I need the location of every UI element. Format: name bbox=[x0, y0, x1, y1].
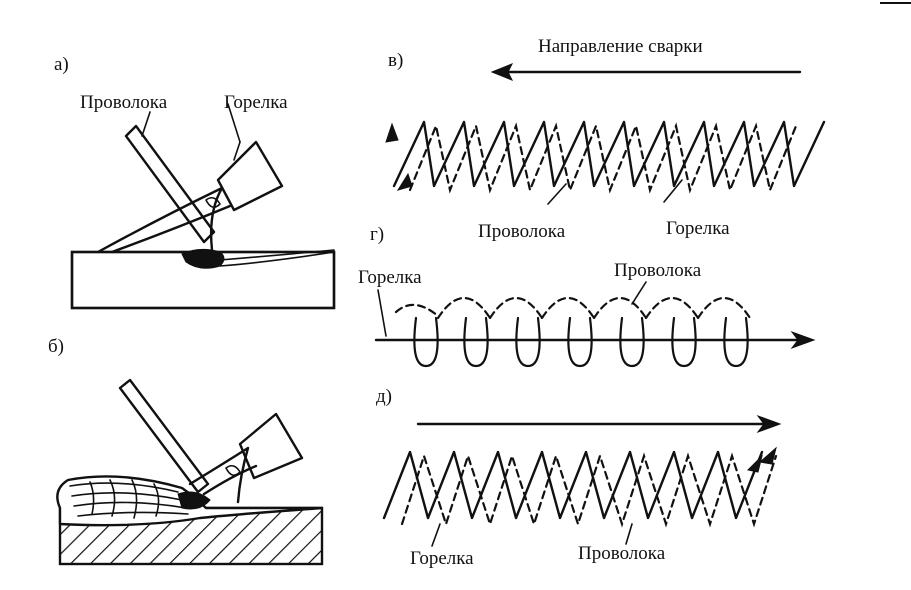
panel-g-loop bbox=[515, 316, 541, 368]
panel-a-flame bbox=[96, 186, 232, 254]
panel-b: б) bbox=[48, 336, 324, 566]
panel-d-torch-label: Горелка bbox=[410, 548, 474, 569]
panel-a: а) Проволока Горелка bbox=[54, 54, 336, 310]
direction-label: Направление сварки bbox=[538, 36, 703, 57]
panel-g-loop bbox=[671, 316, 697, 368]
panel-g: г) Горелка Проволока bbox=[358, 224, 816, 368]
panel-g-torch-arcs bbox=[394, 297, 752, 320]
panel-v-torch-label: Горелка bbox=[666, 218, 730, 239]
panel-a-wire-label: Проволока bbox=[80, 92, 168, 113]
panel-b-torch-nozzle bbox=[238, 412, 304, 480]
panel-g-loop bbox=[619, 316, 645, 368]
panel-d-label: д) bbox=[376, 386, 392, 407]
panel-d-torch-zigzag bbox=[400, 452, 778, 528]
panel-g-loop bbox=[723, 316, 749, 368]
panel-d-wire-zigzag bbox=[382, 450, 764, 520]
panel-g-loop bbox=[567, 316, 593, 368]
panel-g-wire-loops bbox=[413, 316, 749, 368]
panel-d: д) Горелка Проволока bbox=[376, 386, 782, 569]
panel-v-wire-zigzag bbox=[392, 120, 826, 188]
panel-a-torch-nozzle bbox=[216, 140, 284, 212]
panel-v-label: в) bbox=[388, 50, 403, 71]
panel-d-wire-label: Проволока bbox=[578, 543, 666, 564]
panel-g-loop bbox=[463, 316, 489, 368]
panel-b-wire bbox=[118, 378, 210, 494]
panel-a-torch-label: Горелка bbox=[224, 92, 288, 113]
panel-v-wire-label: Проволока bbox=[478, 221, 566, 242]
panel-v-torch-zigzag bbox=[408, 122, 798, 194]
panel-g-wire-label: Проволока bbox=[614, 260, 702, 281]
panel-v: в) Направление сварки Проволока Горелка bbox=[385, 36, 826, 242]
panel-g-loop bbox=[413, 316, 439, 368]
panel-b-label: б) bbox=[48, 336, 64, 357]
panel-g-torch-label: Горелка bbox=[358, 267, 422, 288]
panel-a-label: а) bbox=[54, 54, 69, 75]
panel-g-label: г) bbox=[370, 224, 384, 245]
panel-a-wire bbox=[124, 124, 216, 244]
